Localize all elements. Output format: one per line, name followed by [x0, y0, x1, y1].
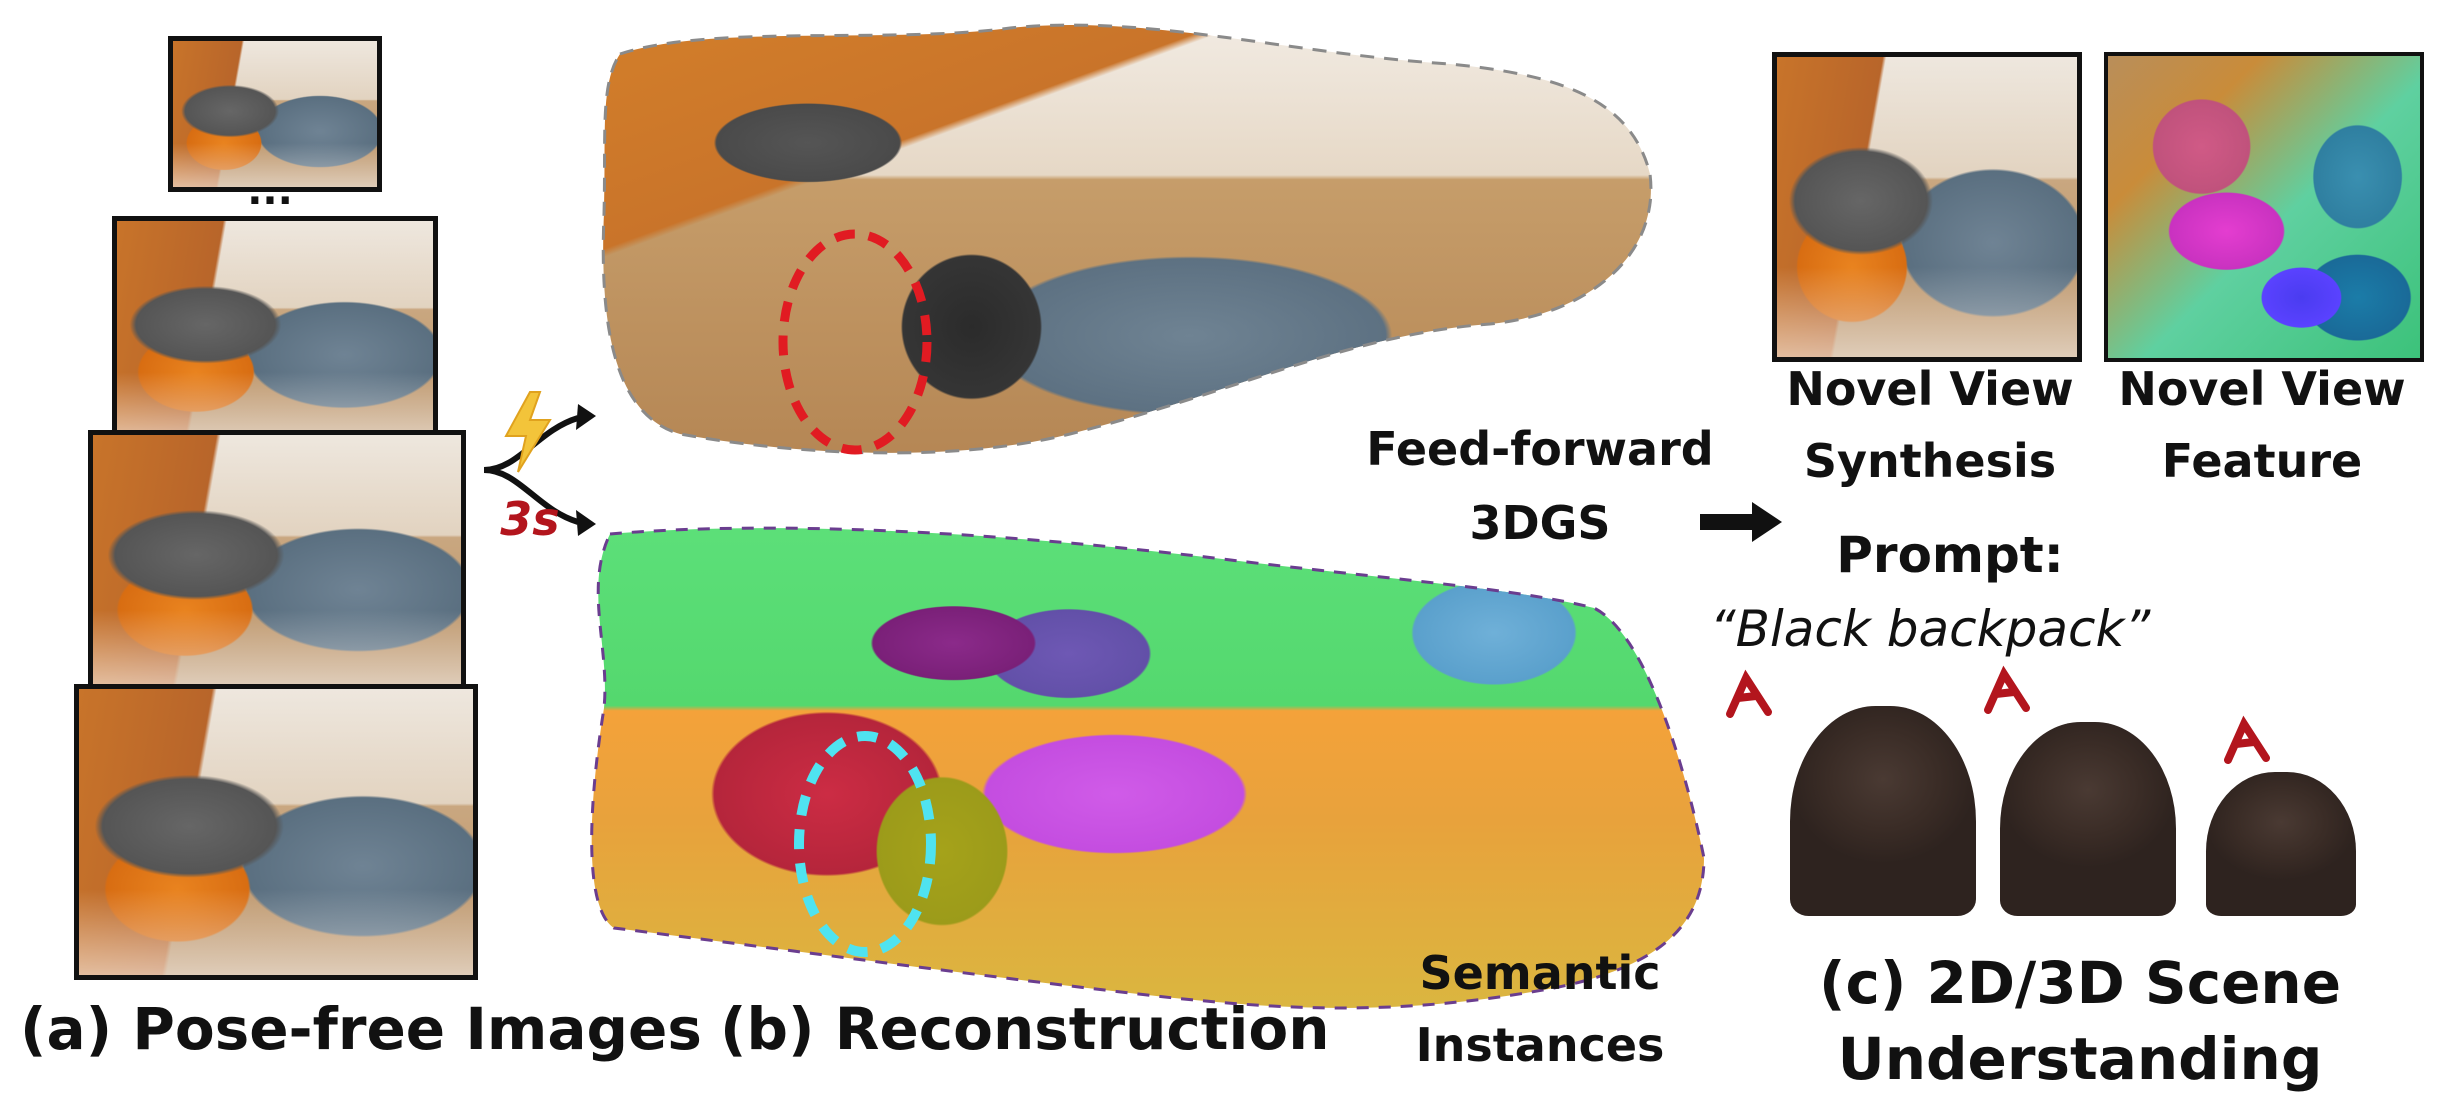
instances-label: Instances	[1415, 1018, 1665, 1072]
caption-pose-free-images: (a) Pose-free Images	[20, 995, 702, 1063]
cyan-highlight-ellipse	[794, 731, 936, 957]
feat-title-line2: Feature	[2161, 434, 2363, 488]
cursor-marks	[1726, 665, 2270, 764]
backpack-view-1	[1790, 706, 1976, 916]
prompt-text: “Black backpack”	[1709, 600, 2151, 658]
prompt-label: Prompt:	[1836, 526, 2064, 584]
backpack-view-2	[2000, 722, 2176, 916]
semantic-label: Semantic	[1419, 946, 1661, 1000]
right-arrow-icon	[1700, 502, 1782, 542]
red-highlight-ellipse	[778, 229, 932, 455]
caption-scene-understanding-line2: Understanding	[1837, 1025, 2323, 1093]
3dgs-label: 3DGS	[1469, 496, 1611, 550]
nvs-title-line1: Novel View	[1786, 362, 2074, 416]
novel-view-feature-image	[2104, 52, 2424, 362]
input-image-4	[74, 684, 478, 980]
caption-reconstruction: (b) Reconstruction	[720, 995, 1330, 1063]
lightning-icon	[504, 391, 552, 473]
input-image-1	[168, 36, 382, 192]
input-image-2	[112, 216, 438, 442]
novel-view-synthesis-image	[1772, 52, 2082, 362]
feed-forward-label: Feed-forward	[1366, 422, 1714, 476]
input-image-3	[88, 430, 466, 690]
time-label: 3s	[500, 492, 560, 546]
nvs-title-line2: Synthesis	[1803, 434, 2057, 488]
semantic-reconstruction	[574, 508, 1724, 1028]
ellipsis: ...	[247, 168, 293, 214]
feat-title-line1: Novel View	[2118, 362, 2406, 416]
backpack-view-3	[2206, 772, 2356, 916]
gaussian-reconstruction	[590, 14, 1680, 474]
caption-scene-understanding-line1: (c) 2D/3D Scene	[1818, 949, 2342, 1017]
